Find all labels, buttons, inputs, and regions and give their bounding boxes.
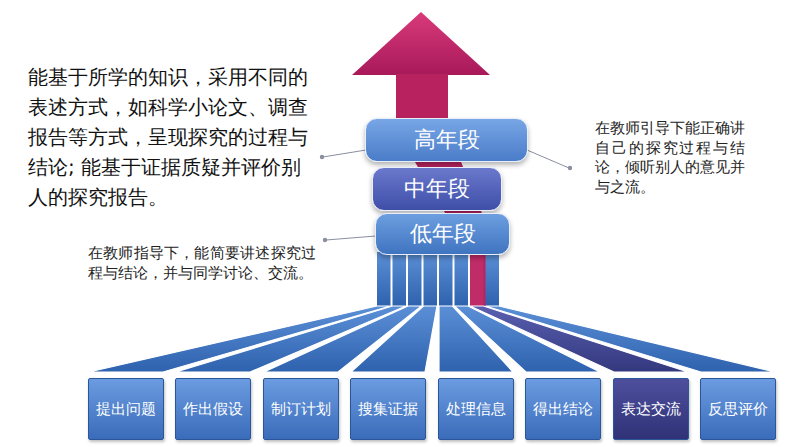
step-label: 表达交流 — [621, 400, 681, 419]
grade-label: 中年段 — [404, 174, 470, 204]
leader-dot — [320, 155, 324, 159]
leader-line — [326, 236, 376, 240]
grade-band: 中年段 — [372, 167, 502, 211]
pillar-stripe — [377, 252, 391, 306]
fan-strip — [351, 306, 437, 372]
grade-band: 低年段 — [375, 213, 510, 255]
step-box: 得出结论 — [525, 378, 601, 440]
pillar-stripe — [455, 252, 469, 306]
step-box: 搜集证据 — [350, 378, 426, 440]
callout-text: 在教师指导下，能简要讲述探究过程与结论，并与同学讨论、交流。 — [88, 243, 316, 283]
leader-dot — [323, 238, 327, 242]
grade-label: 高年段 — [414, 125, 480, 155]
step-box: 提出问题 — [88, 378, 164, 440]
fan-strips — [89, 306, 775, 372]
fan-strip — [470, 306, 688, 372]
step-label: 处理信息 — [446, 400, 506, 419]
callout-text: 能基于所学的知识，采用不同的表述方式，如科学小论文、调查报告等方式，呈现探究的过… — [28, 62, 320, 212]
step-label: 搜集证据 — [358, 400, 418, 419]
arrow-head — [352, 12, 490, 75]
step-label: 作出假设 — [183, 400, 243, 419]
pillar-stripe — [424, 252, 438, 306]
pillar-stripe — [393, 252, 407, 306]
leader-line — [323, 150, 366, 157]
fan-strip — [486, 306, 776, 372]
step-box: 反思评价 — [700, 378, 776, 440]
pillar-stripe — [408, 252, 422, 306]
step-box: 作出假设 — [175, 378, 251, 440]
step-box: 表达交流 — [613, 378, 689, 440]
step-box: 制订计划 — [263, 378, 339, 440]
grade-label: 低年段 — [410, 219, 476, 249]
pillar-stripe — [486, 252, 500, 306]
step-label: 得出结论 — [533, 400, 593, 419]
pillar-stripe — [439, 252, 453, 306]
step-label: 提出问题 — [96, 400, 156, 419]
callout-text: 在教师引导下能正确讲自己的探究过程与结论，倾听别人的意见并与之流。 — [595, 119, 745, 197]
leader-dot — [568, 166, 572, 170]
step-label: 反思评价 — [708, 400, 768, 419]
grade-band: 高年段 — [365, 118, 528, 162]
step-box: 处理信息 — [438, 378, 514, 440]
step-label: 制订计划 — [271, 400, 331, 419]
leader-line — [527, 150, 569, 168]
